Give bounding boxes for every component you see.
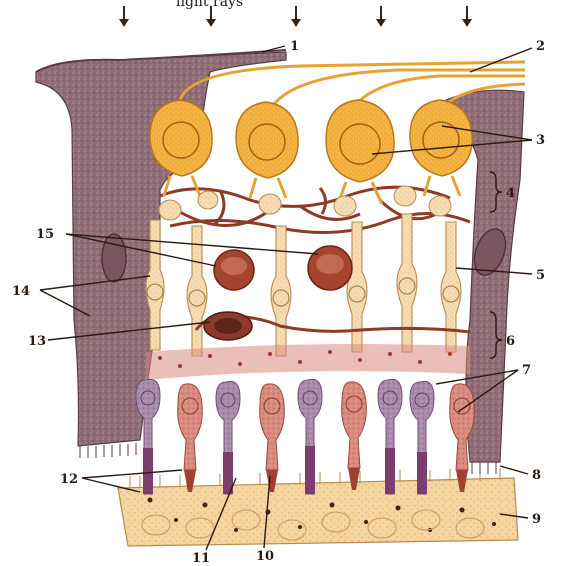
label-5: 5 — [536, 268, 545, 283]
arrow-icon — [376, 6, 386, 27]
arrow-icon — [462, 6, 472, 27]
label-11: 11 — [192, 551, 210, 566]
label-15: 15 — [36, 227, 54, 242]
pigment-epithelium — [118, 478, 518, 546]
arrow-icon — [291, 6, 301, 27]
ganglion-cell — [236, 102, 298, 198]
label-3: 3 — [536, 133, 545, 148]
bipolar-cells — [146, 214, 461, 356]
label-4: 4 — [506, 186, 515, 201]
glia-nucleus-left — [102, 234, 126, 282]
ganglion-cells — [150, 100, 472, 204]
top-caption: light rays — [176, 0, 243, 10]
label-9: 9 — [532, 512, 541, 527]
arrow-icon — [119, 6, 129, 27]
glia-fringe-right — [472, 462, 496, 474]
label-6: 6 — [506, 334, 515, 349]
label-2: 2 — [536, 39, 545, 54]
label-10: 10 — [256, 549, 274, 564]
label-1: 1 — [290, 39, 299, 54]
label-8: 8 — [532, 468, 541, 483]
horizontal-cell — [196, 312, 470, 340]
light-arrows — [119, 6, 472, 27]
label-14: 14 — [12, 284, 30, 299]
label-12: 12 — [60, 472, 78, 487]
label-13: 13 — [28, 334, 46, 349]
label-7: 7 — [522, 363, 531, 378]
photoreceptors — [136, 379, 474, 494]
